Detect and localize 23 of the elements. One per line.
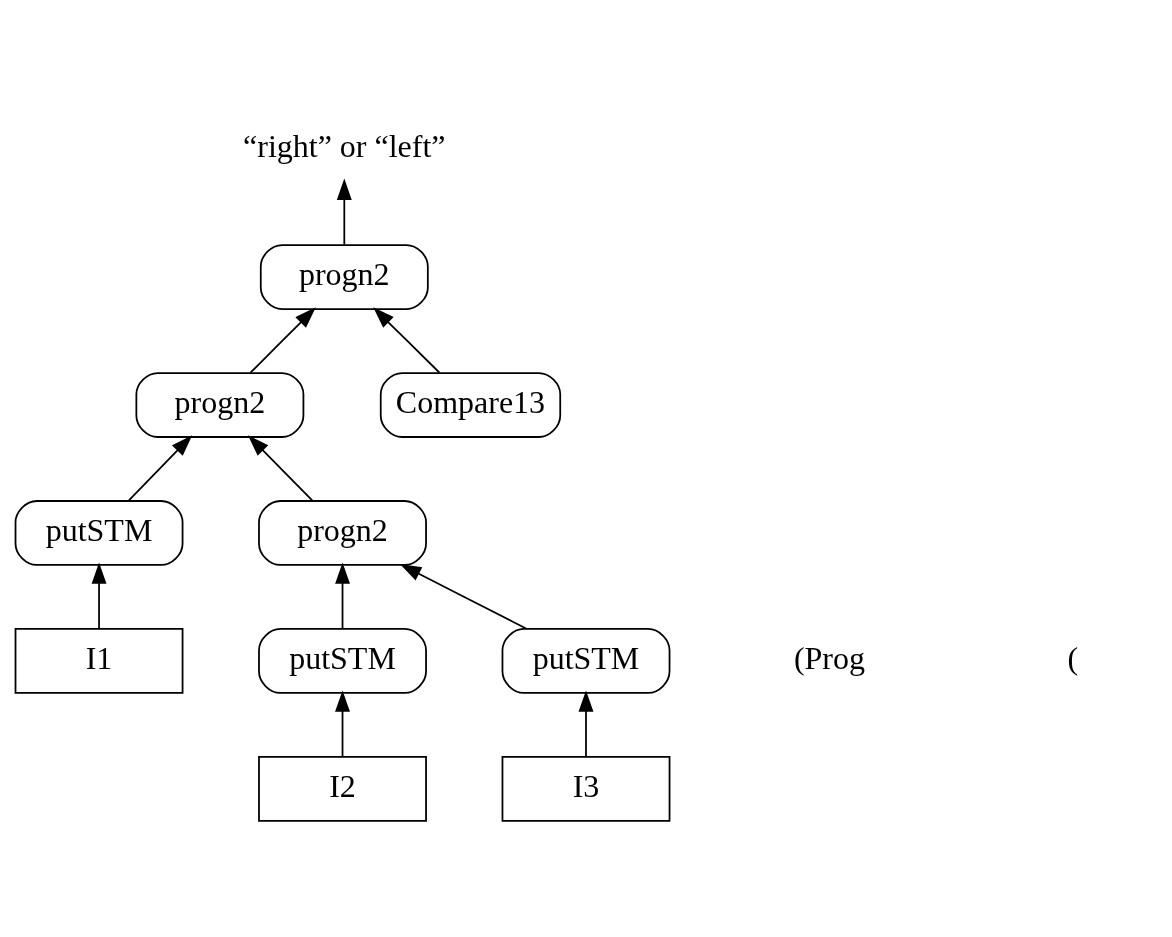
arrow bbox=[373, 306, 441, 373]
node-box: progn2 bbox=[258, 499, 427, 566]
arrow bbox=[335, 689, 350, 757]
label: (Prog bbox=[793, 639, 866, 676]
node-box: I1 bbox=[14, 627, 184, 694]
arrow bbox=[91, 561, 107, 629]
node-box: I2 bbox=[258, 755, 427, 822]
node-box: progn2 bbox=[259, 243, 429, 310]
arrow bbox=[335, 561, 350, 629]
node-box: putSTM bbox=[501, 627, 671, 694]
node-box: putSTM bbox=[258, 627, 427, 694]
node-box: progn2 bbox=[135, 371, 305, 438]
arrow bbox=[399, 563, 528, 630]
label: ( bbox=[1067, 639, 1079, 676]
arrow bbox=[578, 689, 594, 757]
arrow bbox=[249, 306, 316, 373]
arrow bbox=[247, 434, 314, 501]
arrow bbox=[128, 434, 193, 501]
node-text: “right” or “left” bbox=[243, 127, 446, 164]
node-box: putSTM bbox=[14, 499, 184, 566]
node-box: I3 bbox=[501, 755, 671, 822]
node-box: Compare13 bbox=[379, 371, 562, 438]
arrow bbox=[336, 178, 352, 245]
